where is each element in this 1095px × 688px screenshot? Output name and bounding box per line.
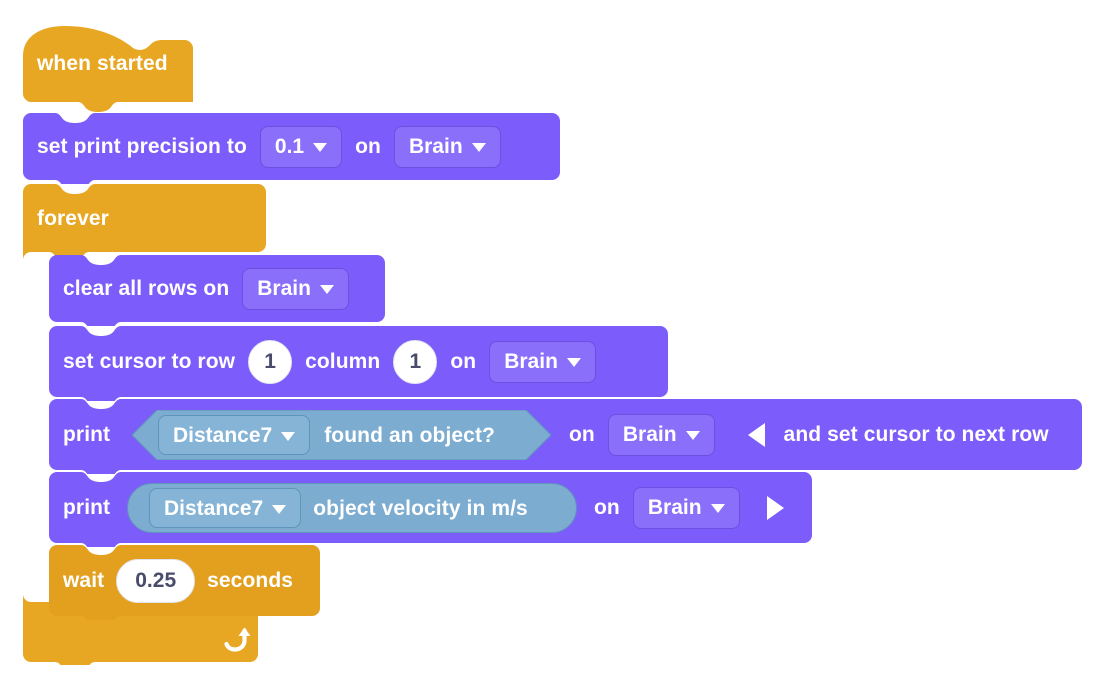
collapse-next-row-toggle[interactable]	[728, 422, 771, 447]
dropdown-device-set-cursor-value: Brain	[504, 350, 558, 373]
on-label-2: on	[450, 350, 477, 373]
triangle-left-icon	[747, 422, 765, 447]
seconds-label: seconds	[207, 569, 294, 592]
found-an-object-label: found an object?	[324, 423, 495, 447]
block-forever[interactable]: forever	[23, 184, 266, 665]
on-label-1: on	[355, 135, 381, 158]
block-clear-all-rows[interactable]: clear all rows on Brain	[49, 255, 385, 326]
set-print-precision-label: set print precision to	[37, 135, 247, 158]
dropdown-device-precision[interactable]: Brain	[393, 125, 501, 168]
block-print-found-an-object[interactable]: print Distance7 found an object? on Brai…	[49, 399, 1082, 474]
dropdown-sensor-distance7-boolean-value: Distance7	[173, 423, 273, 447]
block-set-print-precision[interactable]: set print precision to 0.1 on Brain	[23, 113, 560, 184]
block-when-started[interactable]: when started	[23, 24, 193, 114]
set-cursor-label: set cursor to row	[63, 350, 236, 373]
block-print-object-velocity[interactable]: print Distance7 object velocity in m/s o…	[49, 472, 812, 547]
dropdown-print-precision[interactable]: 0.1	[259, 125, 343, 168]
and-set-cursor-to-next-row-label: and set cursor to next row	[783, 423, 1049, 446]
chevron-down-icon	[281, 431, 296, 441]
object-velocity-label: object velocity in m/s	[313, 496, 528, 520]
input-cursor-row[interactable]: 1	[248, 339, 293, 384]
reporter-distance-object-velocity[interactable]: Distance7 object velocity in m/s	[127, 483, 577, 533]
dropdown-sensor-distance7-boolean[interactable]: Distance7	[158, 415, 311, 455]
on-label-4: on	[594, 496, 620, 519]
triangle-right-icon	[766, 495, 784, 520]
block-wait-seconds[interactable]: wait 0.25 seconds	[49, 545, 320, 620]
block-set-cursor[interactable]: set cursor to row 1 column 1 on Brain	[49, 326, 668, 401]
on-label-3: on	[569, 423, 595, 446]
forever-label: forever	[37, 206, 109, 230]
dropdown-device-clear-rows-value: Brain	[257, 277, 311, 300]
expand-next-row-toggle[interactable]	[753, 495, 792, 520]
dropdown-device-print-velocity[interactable]: Brain	[632, 486, 740, 529]
dropdown-print-precision-value: 0.1	[274, 135, 305, 158]
chevron-down-icon	[471, 143, 486, 152]
wait-label: wait	[63, 569, 105, 592]
print-label-2: print	[63, 496, 111, 519]
chevron-down-icon	[685, 431, 700, 440]
dropdown-device-print-velocity-value: Brain	[647, 496, 702, 519]
column-label: column	[305, 350, 381, 373]
chevron-down-icon	[710, 504, 725, 513]
dropdown-device-precision-value: Brain	[408, 135, 463, 158]
dropdown-device-set-cursor[interactable]: Brain	[489, 340, 596, 383]
chevron-down-icon	[566, 358, 581, 367]
dropdown-sensor-distance7-velocity[interactable]: Distance7	[149, 488, 302, 528]
clear-all-rows-label: clear all rows on	[63, 277, 230, 300]
dropdown-device-print-boolean[interactable]: Brain	[607, 413, 715, 456]
when-started-label: when started	[37, 51, 168, 75]
input-wait-seconds[interactable]: 0.25	[116, 558, 196, 603]
dropdown-device-clear-rows[interactable]: Brain	[242, 267, 349, 310]
chevron-down-icon	[313, 143, 328, 152]
reporter-distance-found-an-object[interactable]: Distance7 found an object?	[132, 410, 551, 460]
chevron-down-icon	[272, 504, 287, 514]
input-cursor-column[interactable]: 1	[393, 339, 438, 384]
print-label-1: print	[63, 423, 111, 446]
dropdown-device-print-boolean-value: Brain	[622, 423, 677, 446]
dropdown-sensor-distance7-velocity-value: Distance7	[164, 496, 264, 520]
chevron-down-icon	[319, 285, 334, 294]
